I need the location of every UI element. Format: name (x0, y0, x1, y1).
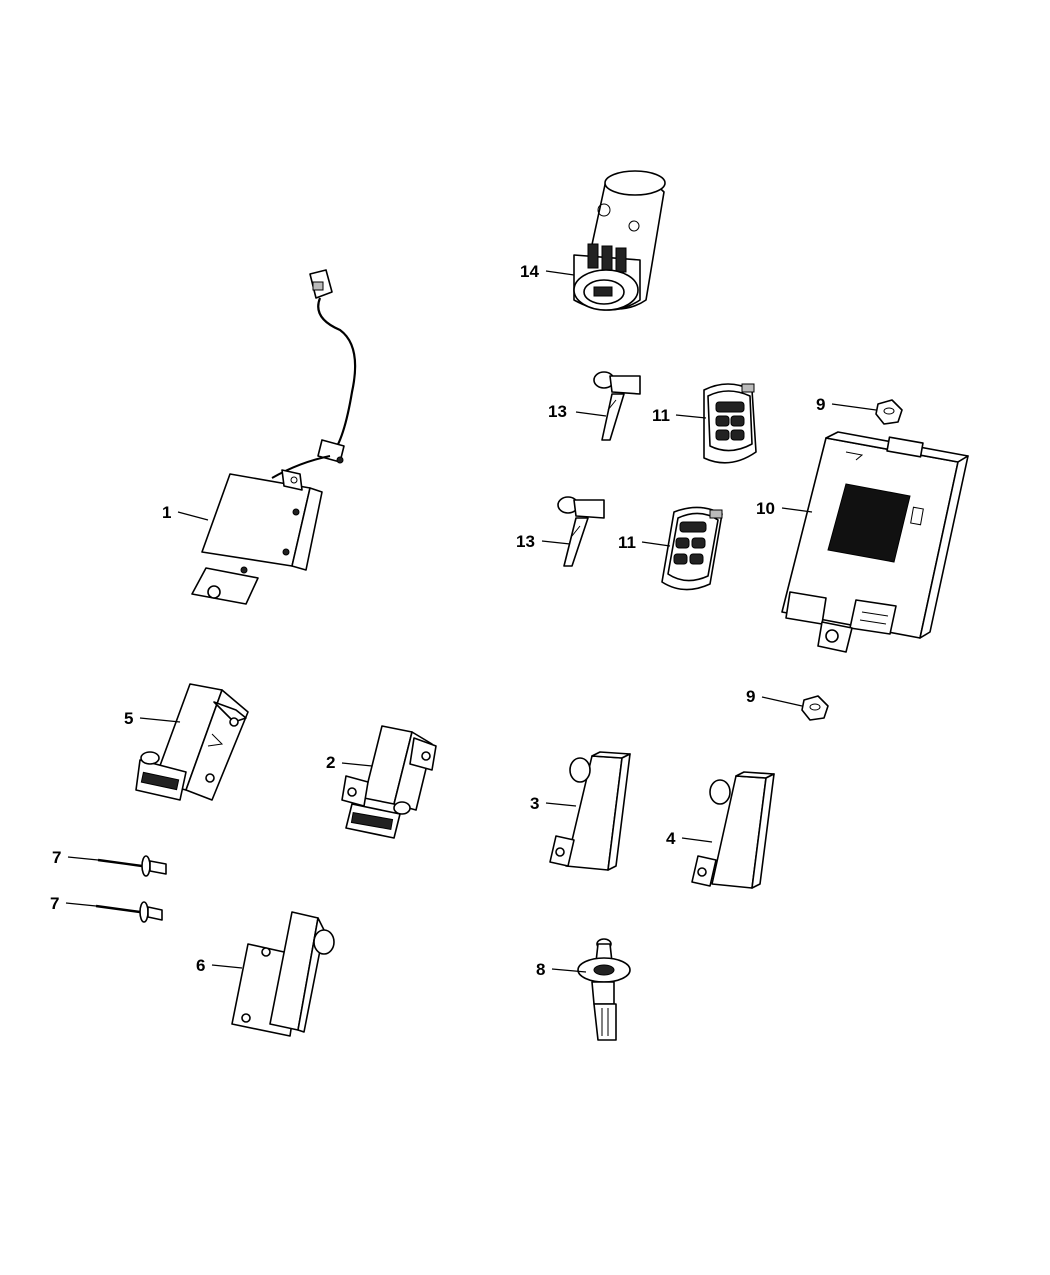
part-5-antenna-bracket[interactable] (135, 683, 249, 801)
part-2-antenna-bracket[interactable] (341, 725, 437, 839)
part-4-antenna[interactable] (691, 771, 775, 889)
callout-1: 1 (162, 503, 171, 522)
callout-9-top: 9 (816, 395, 825, 414)
callout-3: 3 (530, 794, 539, 813)
leader-2 (341, 762, 373, 767)
leader-5 (139, 717, 181, 723)
part-6-antenna-bracket[interactable] (231, 911, 335, 1037)
callout-10: 10 (756, 499, 775, 518)
part-7-rivet-bottom[interactable] (95, 901, 163, 923)
callout-5: 5 (124, 709, 133, 728)
leader-6 (211, 964, 243, 969)
leader-4 (681, 837, 713, 843)
leader-1 (177, 511, 209, 521)
leader-7-top (67, 856, 99, 861)
callout-13-top: 13 (548, 402, 567, 421)
part-1-antenna-module[interactable] (191, 269, 357, 605)
leader-8 (551, 968, 587, 973)
part-11-key-fob-bottom[interactable] (661, 506, 723, 591)
leader-10 (781, 507, 813, 513)
leader-13-top (575, 411, 607, 417)
leader-9-top (831, 403, 877, 411)
callout-6: 6 (196, 956, 205, 975)
leader-11-top (675, 414, 707, 419)
callout-4: 4 (666, 829, 676, 848)
callout-2: 2 (326, 753, 335, 772)
part-13-key-blade-bottom[interactable] (557, 496, 605, 567)
callout-13-bottom: 13 (516, 532, 535, 551)
callout-9-bottom: 9 (746, 687, 755, 706)
part-10-control-module[interactable] (781, 431, 969, 653)
part-9-nut-bottom[interactable] (801, 695, 829, 721)
part-14-ignition-switch[interactable] (573, 170, 666, 311)
leader-13-bottom (541, 540, 571, 545)
part-13-key-blade-top[interactable] (593, 371, 641, 441)
callout-7-bottom: 7 (50, 894, 59, 913)
part-3-antenna[interactable] (549, 751, 631, 871)
callout-14: 14 (520, 262, 539, 281)
leader-14 (545, 270, 575, 276)
callout-7-top: 7 (52, 848, 61, 867)
callout-11-top: 11 (652, 406, 670, 425)
part-9-nut-top[interactable] (875, 399, 903, 425)
leader-9-bottom (761, 696, 803, 707)
callout-11-bottom: 11 (618, 533, 636, 552)
callout-8: 8 (536, 960, 545, 979)
part-7-rivet-top[interactable] (97, 855, 167, 877)
part-11-key-fob-top[interactable] (703, 383, 757, 464)
leader-7-bottom (65, 902, 97, 907)
leader-11-bottom (641, 541, 671, 547)
leader-3 (545, 802, 577, 807)
part-8-push-button[interactable] (577, 938, 631, 1041)
